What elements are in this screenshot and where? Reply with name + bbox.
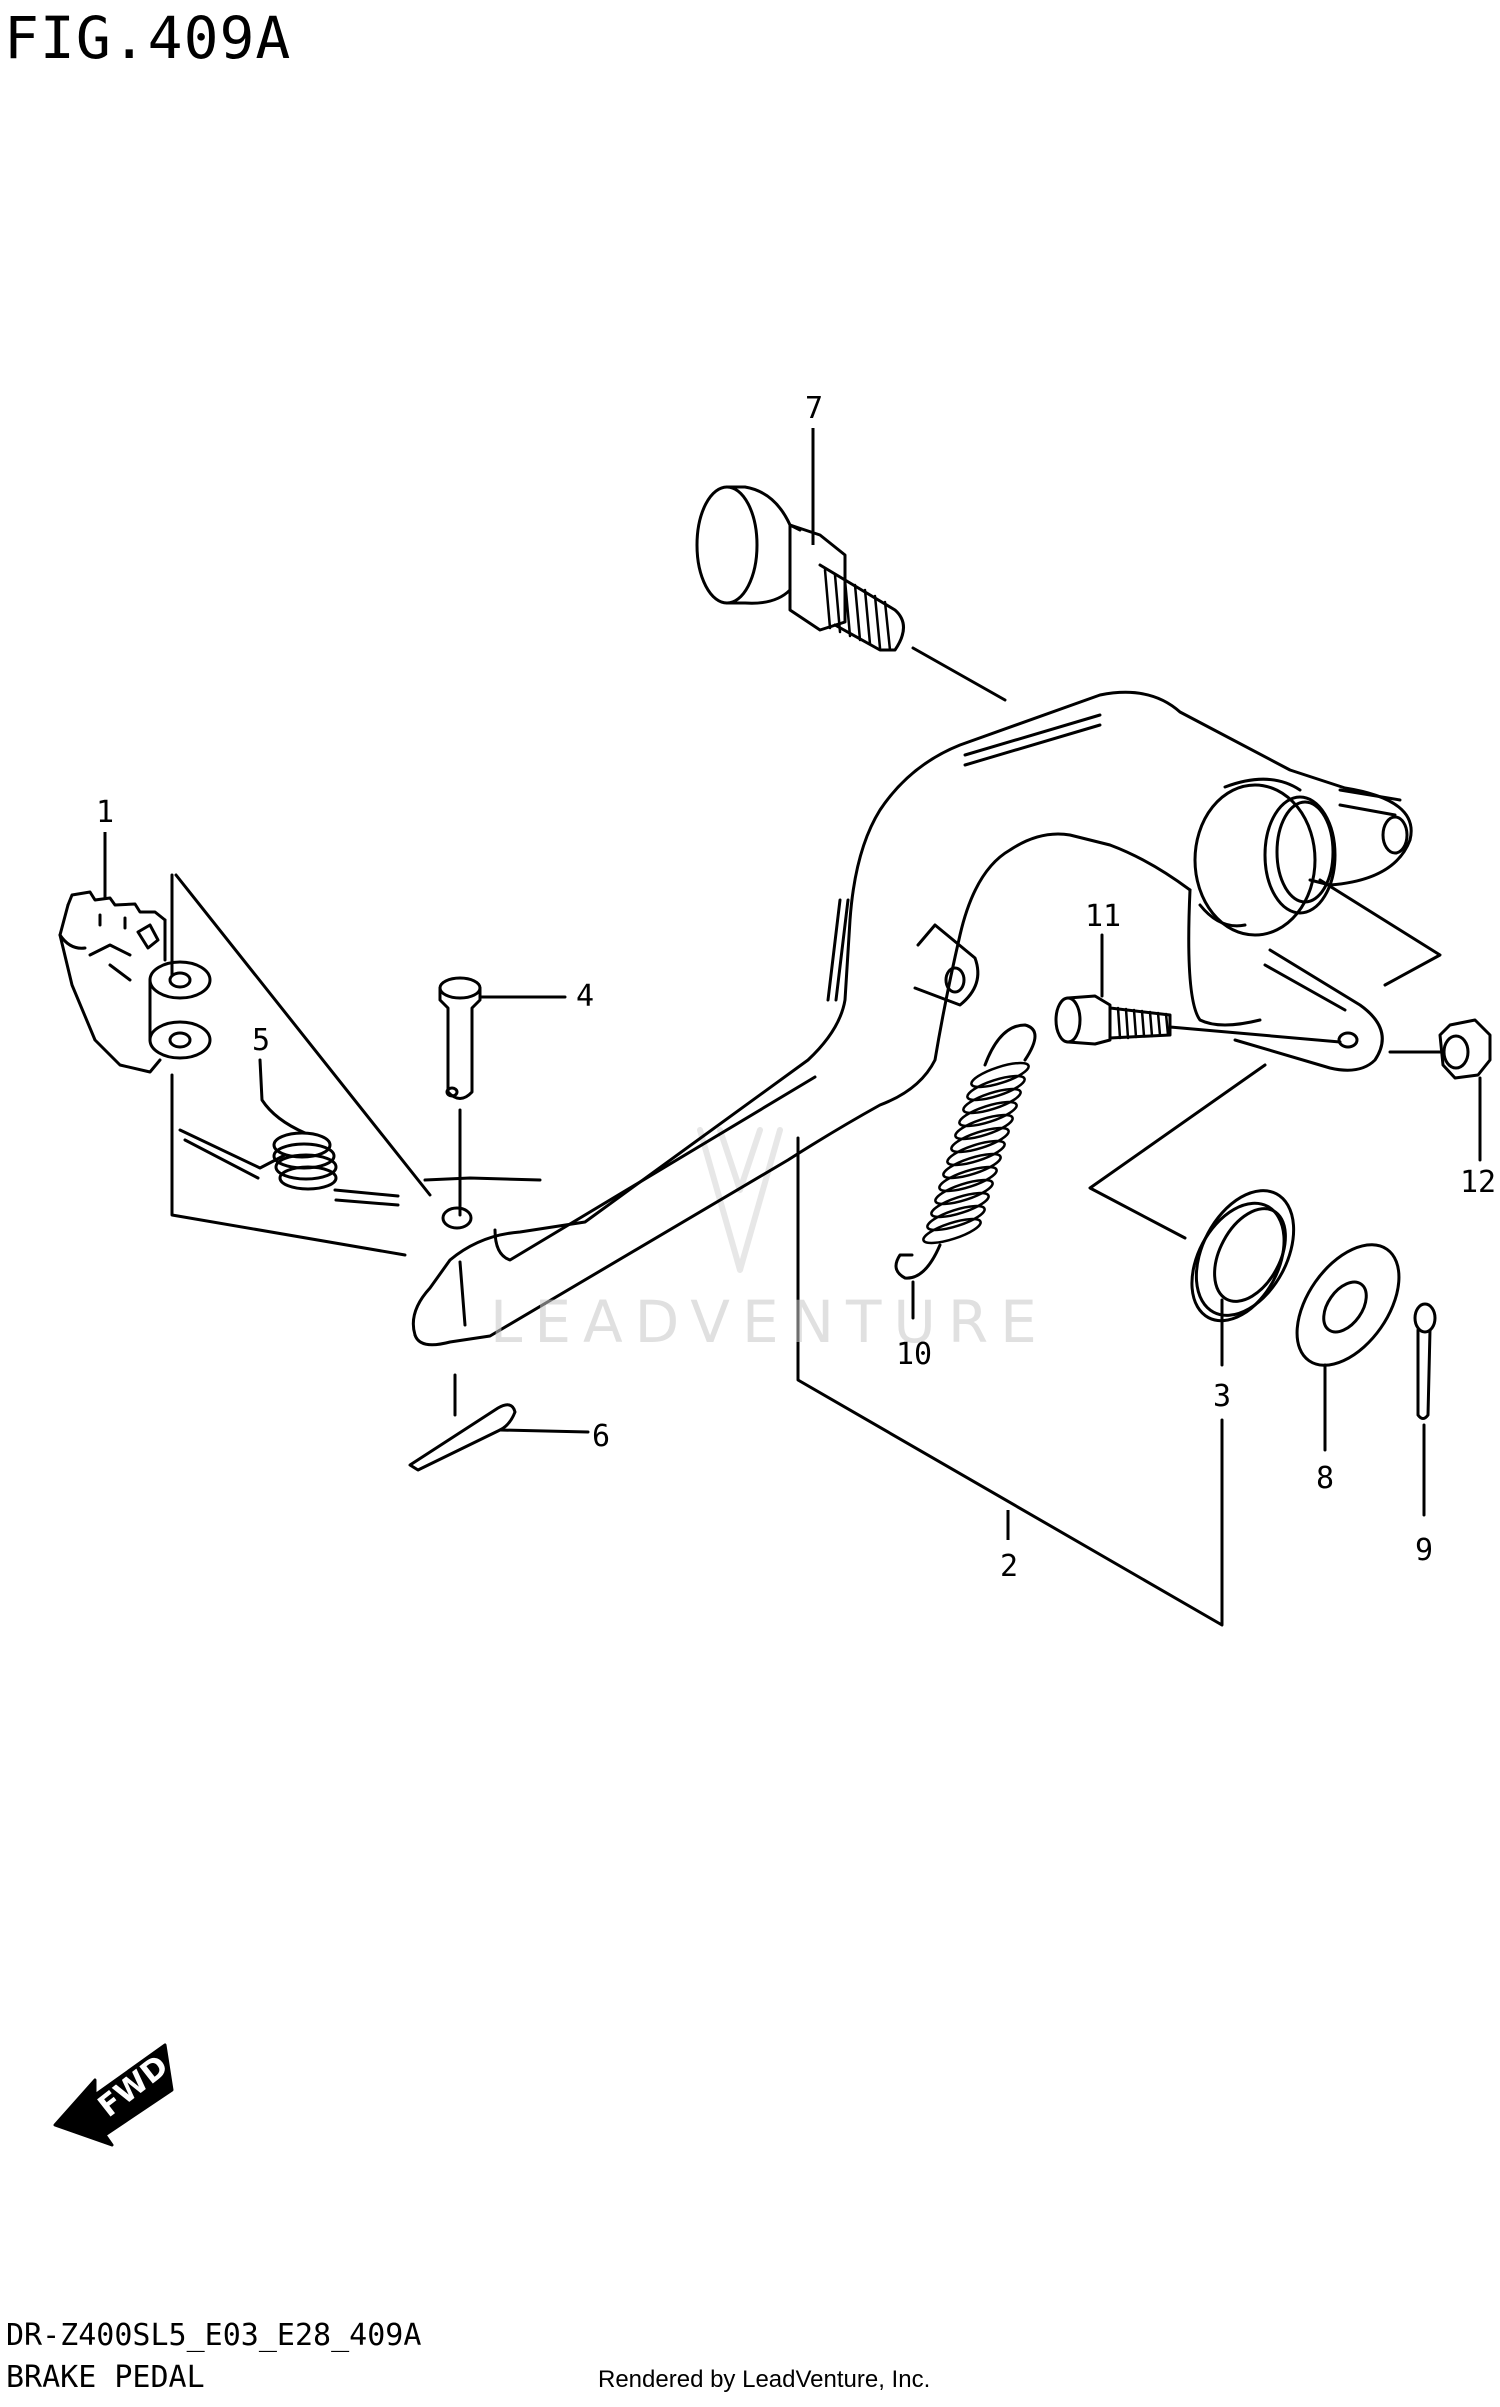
callout-3: 3 (1213, 1379, 1231, 1414)
callout-11: 11 (1085, 899, 1121, 934)
torsion-spring-part-5 (178, 1058, 400, 1207)
callout-6: 6 (592, 1419, 610, 1454)
clevis-pin-part-4 (423, 976, 567, 1230)
callout-2: 2 (1000, 1549, 1018, 1584)
washer-part-8 (1295, 1243, 1401, 1452)
cotter-pin-part-9 (1413, 1302, 1437, 1517)
callout-9: 9 (1415, 1533, 1433, 1568)
seal-part-3 (1088, 1063, 1296, 1367)
callout-7: 7 (805, 391, 823, 426)
callout-12: 12 (1460, 1165, 1496, 1200)
render-credit: Rendered by LeadVenture, Inc. (598, 2366, 931, 2393)
diagram-caption: BRAKE PEDAL (6, 2360, 205, 2395)
callout-1: 1 (96, 795, 114, 830)
figure-number: FIG.409A (4, 4, 292, 72)
bolt-part-11 (1054, 933, 1342, 1046)
callout-5: 5 (252, 1023, 270, 1058)
brake-pedal-part-2 (411, 690, 1442, 1627)
callout-4: 4 (576, 979, 594, 1014)
nut-part-12 (1388, 1018, 1492, 1162)
pivot-bolt-part-7 (695, 485, 1007, 702)
return-spring-part-10 (894, 1023, 1037, 1320)
watermark-text: LEADVENTURE (490, 1288, 1049, 1356)
callout-10: 10 (896, 1337, 932, 1372)
watermark-logo (697, 1127, 783, 1273)
clevis-part-1 (58, 873, 432, 1257)
model-code: DR-Z400SL5_E03_E28_409A (6, 2318, 422, 2353)
fwd-arrow-icon (53, 2043, 174, 2147)
callout-8: 8 (1316, 1461, 1334, 1496)
cotter-pin-part-6 (408, 1373, 590, 1472)
